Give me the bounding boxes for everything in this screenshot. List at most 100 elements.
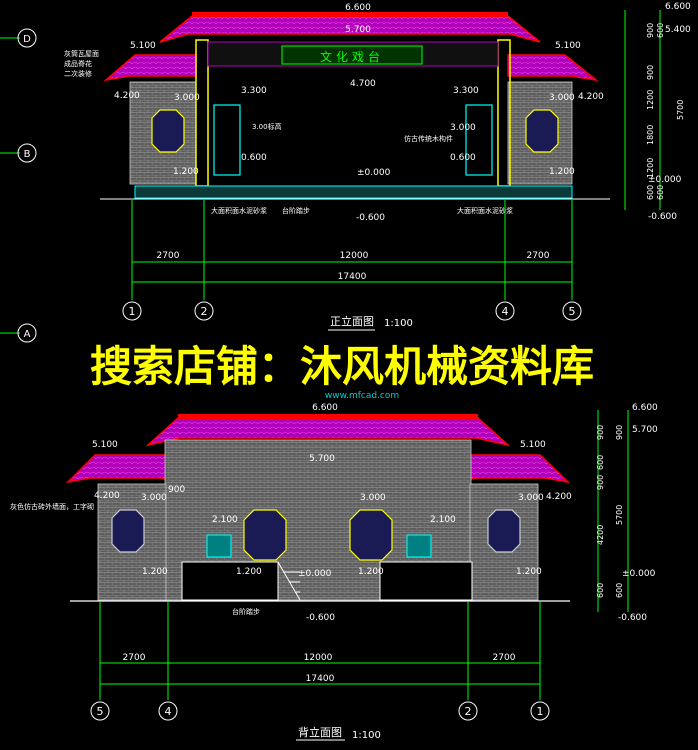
back-scale: 1:100 bbox=[352, 730, 381, 741]
grid-row-b: B bbox=[24, 149, 31, 160]
back-small-window-r bbox=[406, 534, 432, 558]
front-inner-window-r bbox=[465, 104, 493, 176]
back-level-eave-l: 5.100 bbox=[92, 440, 118, 450]
front-inner-window-l bbox=[213, 104, 241, 176]
front-col-left bbox=[195, 39, 209, 187]
front-axis-bubbles bbox=[122, 301, 582, 321]
back-steps-l bbox=[277, 561, 301, 601]
front-level-sill-l: 1.200 bbox=[173, 167, 199, 177]
back-level-side-l: 4.200 bbox=[94, 491, 120, 501]
grid-row-labels: D B A bbox=[23, 34, 31, 340]
front-right-roof bbox=[507, 54, 599, 82]
back-vdim-3: 900 bbox=[596, 475, 605, 490]
back-level-neg-r: -0.600 bbox=[618, 613, 647, 623]
back-level-small: 900 bbox=[168, 485, 185, 495]
front-vdim-9: 600 bbox=[656, 185, 665, 200]
back-window-4 bbox=[487, 509, 521, 553]
back-vdim-8: 900 bbox=[615, 425, 624, 440]
front-level-lintel: 4.700 bbox=[350, 79, 376, 89]
back-level-side-r: 4.200 bbox=[546, 492, 572, 502]
front-level-mid-l: 3.000 bbox=[174, 93, 200, 103]
watermark-text: 搜索店铺：沐风机械资料库 bbox=[90, 342, 594, 391]
front-note-b1: 大面积面水泥砂浆 bbox=[211, 206, 267, 215]
back-right-roof bbox=[456, 454, 571, 484]
front-note-1: 灰筒瓦屋面 bbox=[64, 49, 99, 58]
front-level-eave-l: 5.100 bbox=[130, 41, 156, 51]
front-hdim-total: 17400 bbox=[338, 272, 367, 282]
front-vdim-5: 1800 bbox=[646, 125, 655, 145]
back-small-window-l bbox=[206, 534, 232, 558]
back-window-3 bbox=[349, 509, 393, 561]
front-axis-4: 4 bbox=[502, 305, 509, 318]
back-note-1: 灰色仿古砖外墙面，工字砌 bbox=[10, 502, 94, 511]
front-hdim-right: 2700 bbox=[527, 251, 550, 261]
back-axis-bubbles bbox=[90, 701, 550, 721]
front-ridge bbox=[192, 12, 508, 17]
back-level-mid-l: 3.000 bbox=[141, 493, 167, 503]
front-note-2: 成品脊花 bbox=[64, 59, 92, 68]
back-labels: 6.600 5.700 5.100 5.100 4.200 4.200 3.00… bbox=[92, 403, 658, 623]
back-opening-r bbox=[379, 561, 473, 601]
back-level-zero: ±0.000 bbox=[298, 569, 332, 579]
back-level-neg: -0.600 bbox=[306, 613, 335, 623]
front-hdims: 2700 12000 2700 17400 bbox=[157, 251, 550, 282]
back-notes: 灰色仿古砖外墙面，工字砌 台阶踏步 bbox=[10, 502, 260, 616]
front-level-mid-r: 3.000 bbox=[549, 93, 575, 103]
front-level-win-bot-r: 0.600 bbox=[450, 153, 476, 163]
front-level-right-zero: ±0.000 bbox=[648, 175, 682, 185]
front-vdim-8: 5700 bbox=[676, 100, 685, 120]
back-vdim-5: 600 bbox=[596, 583, 605, 598]
front-vdim-2: 600 bbox=[656, 23, 665, 38]
back-level-sill-c1: 1.200 bbox=[236, 567, 262, 577]
back-level-win-r: 2.100 bbox=[430, 515, 456, 525]
front-axis-5: 5 bbox=[569, 305, 576, 318]
back-dimensions bbox=[99, 410, 629, 700]
front-left-roof bbox=[103, 54, 197, 82]
front-round-window-r bbox=[525, 109, 559, 153]
back-hdims: 2700 12000 2700 17400 bbox=[123, 653, 516, 684]
back-level-ridge: 5.700 bbox=[309, 454, 335, 464]
back-note-b1: 台阶踏步 bbox=[232, 607, 260, 616]
back-level-sill-c2: 1.200 bbox=[358, 567, 384, 577]
front-level-right-54: 5.400 bbox=[665, 25, 691, 35]
front-vdim-1: 900 bbox=[646, 23, 655, 38]
grid-row-a: A bbox=[24, 329, 31, 340]
back-axis-1: 1 bbox=[537, 705, 544, 718]
front-level-win-top-l: 3.300 bbox=[241, 86, 267, 96]
front-level-eave-r: 5.100 bbox=[555, 41, 581, 51]
front-level-ridge: 5.700 bbox=[345, 25, 371, 35]
back-elevation bbox=[65, 414, 571, 602]
back-window-2 bbox=[243, 509, 287, 561]
back-hdim-mid: 12000 bbox=[304, 653, 333, 663]
back-level-right-top: 6.600 bbox=[632, 403, 658, 413]
back-level-eave-r: 5.100 bbox=[520, 440, 546, 450]
front-level-right-neg: -0.600 bbox=[648, 212, 677, 222]
grid-row-d: D bbox=[23, 34, 31, 45]
front-level-right-top: 6.600 bbox=[665, 2, 691, 12]
back-level-zero-r: ±0.000 bbox=[622, 569, 656, 579]
front-stage-sign: 文化戏台 bbox=[320, 49, 384, 64]
front-level-top: 6.600 bbox=[345, 3, 371, 13]
back-title: 背立面图 bbox=[298, 725, 342, 739]
front-axis-1: 1 bbox=[129, 305, 136, 318]
front-elevation bbox=[100, 12, 610, 200]
back-level-mid-c1: 3.000 bbox=[360, 493, 386, 503]
front-dimensions bbox=[131, 10, 661, 300]
back-vdim-2: 600 bbox=[596, 455, 605, 470]
back-window-1 bbox=[111, 509, 145, 553]
grid-rows bbox=[0, 28, 37, 343]
back-level-sill-r: 1.200 bbox=[516, 567, 542, 577]
front-note-5: 仿古传统木构件 bbox=[404, 134, 453, 143]
back-axis-labels: 5 4 2 1 bbox=[97, 705, 544, 718]
front-level-win-bot-l: 0.600 bbox=[241, 153, 267, 163]
front-axis-2: 2 bbox=[201, 305, 208, 318]
front-hdim-left: 2700 bbox=[157, 251, 180, 261]
front-scale: 1:100 bbox=[384, 318, 413, 329]
front-labels: 6.600 5.700 5.100 5.100 4.700 4.200 4.20… bbox=[114, 2, 691, 223]
front-hdim-mid: 12000 bbox=[340, 251, 369, 261]
back-hdim-right: 2700 bbox=[493, 653, 516, 663]
back-axis-5: 5 bbox=[97, 705, 104, 718]
front-axis-labels: 1 2 4 5 bbox=[129, 305, 576, 318]
